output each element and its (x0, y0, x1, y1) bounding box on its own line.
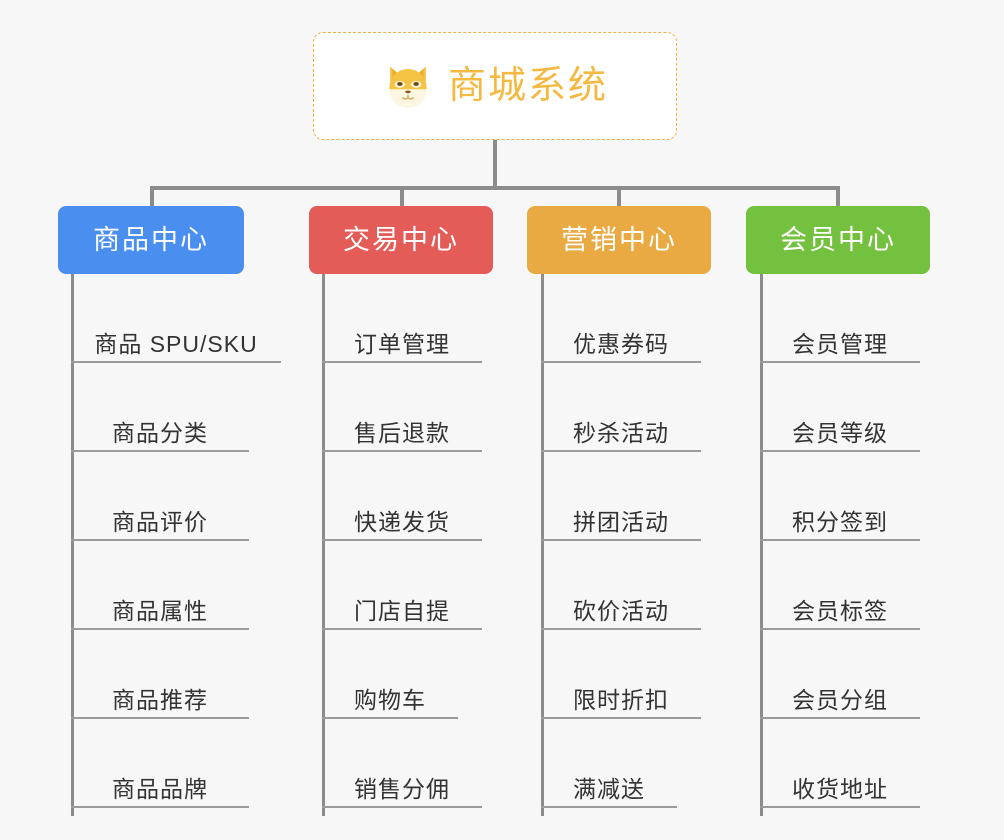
leaf-label: 积分签到 (792, 508, 888, 535)
leaf-item[interactable]: 售后退款 (322, 363, 482, 452)
leaf-item[interactable]: 会员等级 (760, 363, 920, 452)
leaf-item[interactable]: 商品属性 (71, 541, 249, 630)
connector-drop-marketing-center (617, 186, 621, 208)
leaf-item[interactable]: 满减送 (541, 719, 677, 808)
leaf-column-product-center: 商品 SPU/SKU 商品分类 商品评价 商品属性 商品推荐 商品品牌 (71, 274, 281, 816)
leaf-label: 会员标签 (792, 597, 888, 624)
root-title: 商城系统 (447, 65, 608, 107)
shiba-dog-icon (389, 66, 427, 108)
leaf-spine (760, 274, 763, 816)
leaf-item[interactable]: 会员管理 (760, 274, 920, 363)
leaf-item[interactable]: 砍价活动 (541, 541, 701, 630)
category-header-product-center[interactable]: 商品中心 (58, 206, 244, 274)
leaf-label: 秒杀活动 (573, 419, 669, 446)
leaf-item[interactable]: 优惠券码 (541, 274, 701, 363)
leaf-label: 订单管理 (354, 330, 450, 357)
leaf-item[interactable]: 拼团活动 (541, 452, 701, 541)
leaf-item[interactable]: 商品 SPU/SKU (71, 274, 281, 363)
leaf-spine (322, 274, 325, 816)
leaf-label: 商品属性 (112, 597, 208, 624)
leaf-item[interactable]: 商品推荐 (71, 630, 249, 719)
leaf-item[interactable]: 购物车 (322, 630, 458, 719)
category-header-member-center[interactable]: 会员中心 (746, 206, 930, 274)
leaf-label: 会员管理 (792, 330, 888, 357)
category-label: 商品中心 (93, 224, 209, 255)
leaf-item[interactable]: 积分签到 (760, 452, 920, 541)
category-label: 会员中心 (780, 224, 896, 255)
leaf-spine (71, 274, 74, 816)
connector-drop-trade-center (400, 186, 404, 208)
category-header-marketing-center[interactable]: 营销中心 (527, 206, 711, 274)
leaf-item[interactable]: 订单管理 (322, 274, 482, 363)
category-label: 营销中心 (561, 224, 677, 255)
category-label: 交易中心 (343, 224, 459, 255)
leaf-label: 优惠券码 (573, 330, 669, 357)
leaf-label: 商品分类 (112, 419, 208, 446)
root-node-mall-system[interactable]: 商城系统 (313, 32, 677, 140)
leaf-item[interactable]: 限时折扣 (541, 630, 701, 719)
leaf-label: 砍价活动 (573, 597, 669, 624)
leaf-label: 满减送 (573, 775, 645, 802)
leaf-label: 商品评价 (112, 508, 208, 535)
leaf-item[interactable]: 销售分佣 (322, 719, 482, 808)
leaf-label: 拼团活动 (573, 508, 669, 535)
leaf-column-member-center: 会员管理 会员等级 积分签到 会员标签 会员分组 收货地址 (760, 274, 920, 816)
connector-root-stem (493, 140, 497, 188)
leaf-item[interactable]: 门店自提 (322, 541, 482, 630)
leaf-item[interactable]: 收货地址 (760, 719, 920, 808)
connector-drop-product-center (150, 186, 154, 208)
leaf-column-trade-center: 订单管理 售后退款 快递发货 门店自提 购物车 销售分佣 (322, 274, 482, 816)
leaf-label: 门店自提 (354, 597, 450, 624)
leaf-column-marketing-center: 优惠券码 秒杀活动 拼团活动 砍价活动 限时折扣 满减送 (541, 274, 701, 816)
leaf-spine (541, 274, 544, 816)
leaf-item[interactable]: 商品评价 (71, 452, 249, 541)
connector-horizontal-bus (150, 186, 840, 190)
leaf-item[interactable]: 会员标签 (760, 541, 920, 630)
category-header-trade-center[interactable]: 交易中心 (309, 206, 493, 274)
leaf-label: 售后退款 (354, 419, 450, 446)
leaf-label: 商品品牌 (112, 775, 208, 802)
leaf-item[interactable]: 秒杀活动 (541, 363, 701, 452)
leaf-label: 购物车 (354, 686, 426, 713)
leaf-label: 商品推荐 (112, 686, 208, 713)
leaf-label: 快递发货 (354, 508, 450, 535)
leaf-item[interactable]: 会员分组 (760, 630, 920, 719)
leaf-item[interactable]: 快递发货 (322, 452, 482, 541)
leaf-label: 会员分组 (792, 686, 888, 713)
leaf-label: 会员等级 (792, 419, 888, 446)
leaf-item[interactable]: 商品分类 (71, 363, 249, 452)
leaf-label: 销售分佣 (354, 775, 450, 802)
leaf-label: 商品 SPU/SKU (94, 330, 258, 357)
leaf-label: 收货地址 (792, 775, 888, 802)
leaf-item[interactable]: 商品品牌 (71, 719, 249, 808)
connector-drop-member-center (836, 186, 840, 208)
leaf-label: 限时折扣 (573, 686, 669, 713)
